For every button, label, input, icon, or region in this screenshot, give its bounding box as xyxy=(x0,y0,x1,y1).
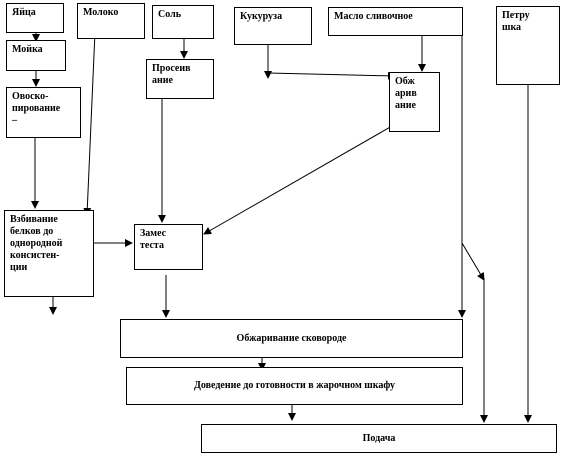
node-corn-label: Кукуруза xyxy=(240,11,283,22)
node-baking: Доведение до готовности в жарочном шкафу xyxy=(126,367,463,405)
node-eggs-label: Яйца xyxy=(12,7,36,18)
node-sifting: Просеив ание xyxy=(146,59,214,99)
node-washing-label: Мойка xyxy=(12,44,43,55)
node-parsley: Петру шка xyxy=(496,6,560,85)
node-corn: Кукуруза xyxy=(234,7,312,45)
node-washing: Мойка xyxy=(6,40,66,71)
arrow-milk-to-whipping xyxy=(83,31,96,216)
arrow-frying-to-kneading xyxy=(203,125,393,235)
node-kneading-label: Замес теста xyxy=(140,228,167,251)
node-whipping-label: Взбивание белков до однородной консистен… xyxy=(10,214,63,273)
node-milk-label: Молоко xyxy=(83,7,119,18)
node-ovoscoping-label: Овоско- пирование – xyxy=(12,91,61,126)
node-sifting-label: Просеив ание xyxy=(152,63,191,86)
node-pan-greasing-label: Обжаривание сковороде xyxy=(236,332,347,344)
node-milk: Молоко xyxy=(77,3,145,39)
node-serving-label: Подача xyxy=(362,432,396,444)
node-salt-label: Соль xyxy=(158,9,181,20)
node-kneading: Замес теста xyxy=(134,224,203,270)
node-butter: Масло сливочное xyxy=(328,7,463,36)
arrow-corn-to-frying xyxy=(267,71,396,80)
node-parsley-label: Петру шка xyxy=(502,10,530,33)
node-frying-label: Обж арив ание xyxy=(395,76,417,111)
node-whipping: Взбивание белков до однородной консистен… xyxy=(4,210,94,297)
node-butter-label: Масло сливочное xyxy=(334,11,413,22)
node-salt: Соль xyxy=(152,5,214,39)
node-serving: Подача xyxy=(201,424,557,453)
node-frying: Обж арив ание xyxy=(389,72,440,132)
node-baking-label: Доведение до готовности в жарочном шкафу xyxy=(193,380,396,391)
arrow-branch-diagonal xyxy=(461,242,485,281)
node-ovoscoping: Овоско- пирование – xyxy=(6,87,81,138)
node-eggs: Яйца xyxy=(6,3,64,33)
node-pan-greasing: Обжаривание сковороде xyxy=(120,319,463,358)
